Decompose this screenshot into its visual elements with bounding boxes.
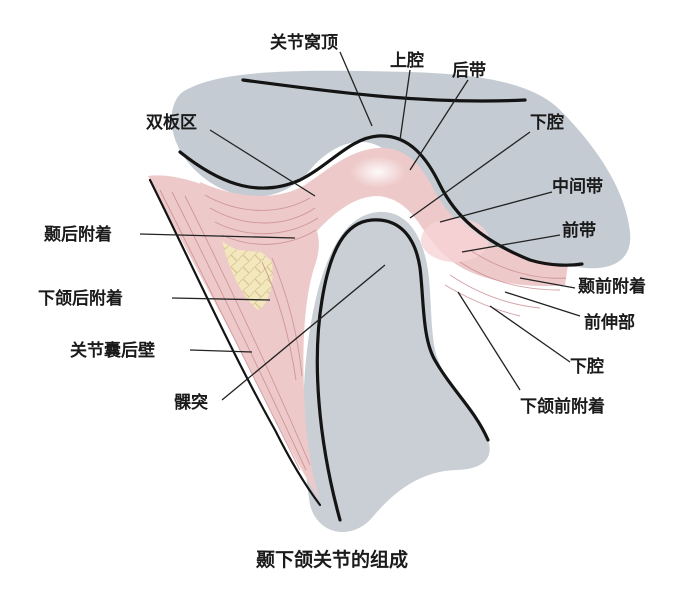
tissue-fibers [159,189,567,471]
temporal-bone [171,70,631,269]
label-lower-cavity-top: 下腔 [530,112,564,133]
leader-lines [139,51,581,401]
label-fossa-roof: 关节窝顶 [270,32,338,53]
label-lower-cavity-bottom: 下腔 [570,356,604,377]
label-bilaminar-zone: 双板区 [146,112,197,133]
label-temporal-posterior-attachment: 颞后附着 [43,224,112,245]
label-mandibular-posterior-attachment: 下颌后附着 [38,288,123,309]
labels: 关节窝顶 上腔 后带 双板区 下腔 中间带 前带 颞后附着 颞前附着 下颌后附着… [38,32,646,571]
label-anterior-extension: 前伸部 [584,312,635,333]
label-posterior-band: 后带 [452,60,486,81]
condyle-bone [303,211,490,532]
label-mandibular-anterior-attachment: 下颌前附着 [520,396,605,417]
label-upper-cavity: 上腔 [390,50,424,71]
retrodiscal-fat [222,239,273,310]
label-posterior-capsule-wall: 关节囊后壁 [70,340,155,361]
label-anterior-band: 前带 [562,220,596,241]
label-condyle: 髁突 [174,392,208,413]
label-intermediate-zone: 中间带 [552,176,603,197]
label-temporal-anterior-attachment: 颞前附着 [577,276,646,297]
caption: 颞下颌关节的组成 [255,548,408,571]
outlines [148,78,584,522]
